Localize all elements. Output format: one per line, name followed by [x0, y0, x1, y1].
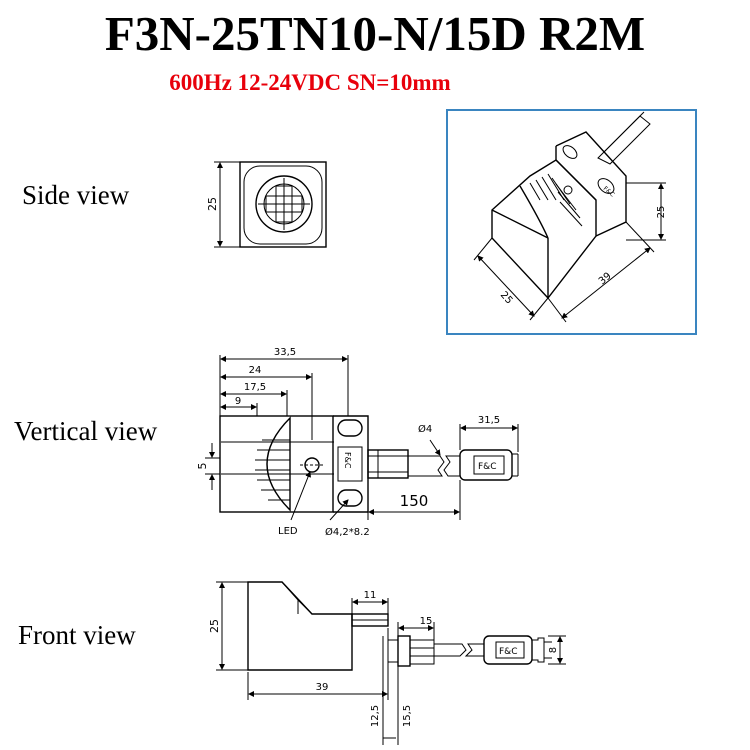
side-dim-height: 25 [206, 197, 219, 211]
front-view-label: Front view [18, 620, 136, 650]
sensing-face-outer [255, 175, 313, 233]
vv-dim-edge: 9 [235, 396, 241, 407]
vv-dim-sensing: 17,5 [244, 382, 266, 393]
fv-dim-low: 12,5 [370, 705, 381, 727]
vv-connector [459, 449, 513, 481]
vv-cable-gland [367, 449, 409, 479]
vv-dim-connector: 31,5 [478, 415, 500, 426]
fv-body [247, 581, 353, 671]
vv-dim-cable-length: 150 [400, 492, 429, 510]
iso-dim-height: 25 [656, 206, 667, 219]
side-face-round [243, 165, 323, 245]
product-spec: 600Hz 12-24VDC SN=10mm [169, 70, 451, 95]
vertical-view-label: Vertical view [14, 416, 158, 446]
fv-dim-gland: 15 [420, 616, 433, 627]
side-view-drawing: 25 [206, 161, 327, 248]
fv-cable [434, 643, 467, 657]
vv-mount-hole-top [337, 419, 363, 437]
fv-dim-length: 39 [316, 682, 329, 693]
iso-body [491, 159, 597, 300]
iso-dim-length: 39 [597, 271, 614, 288]
vv-dim-cable-dia: Ø4 [418, 423, 432, 435]
side-body-outline [239, 161, 327, 248]
fv-dim-high: 15,5 [402, 705, 413, 727]
vv-dim-hole: Ø4,2*8.2 [325, 526, 370, 538]
vv-body [219, 415, 334, 513]
front-view-drawing: F&C 8 25 11 15 [208, 581, 566, 745]
iso-frame-border [446, 109, 697, 335]
vv-cable [408, 455, 445, 477]
vv-mount-hole-bottom [337, 489, 363, 507]
side-view-label: Side view [22, 180, 130, 210]
vertical-view-drawing: 33,5 24 17,5 9 [196, 347, 519, 538]
iso-led [563, 185, 573, 195]
fv-gland [397, 635, 411, 667]
iso-cable [597, 115, 651, 165]
vv-led-label: LED [278, 526, 298, 537]
vv-connector-logo: F&C [478, 462, 496, 472]
vv-dim-led: 24 [249, 365, 262, 376]
vv-sensing-face [266, 416, 291, 512]
vv-logo: F&C [343, 452, 352, 469]
fv-dim-tab: 11 [364, 590, 377, 601]
iso-view-frame: F&C 25 [446, 109, 697, 335]
fv-dim-height: 25 [208, 619, 221, 633]
iso-sensing-hatch [529, 173, 583, 227]
fv-connector-logo: F&C [499, 647, 517, 657]
product-title: F3N-25TN10-N/15D R2M [104, 6, 646, 61]
fv-dim-connector-dia: 8 [548, 647, 559, 653]
vv-dim-overall: 33,5 [274, 347, 296, 358]
vv-dim-led-offset: 5 [196, 463, 209, 470]
fv-connector [483, 635, 533, 665]
